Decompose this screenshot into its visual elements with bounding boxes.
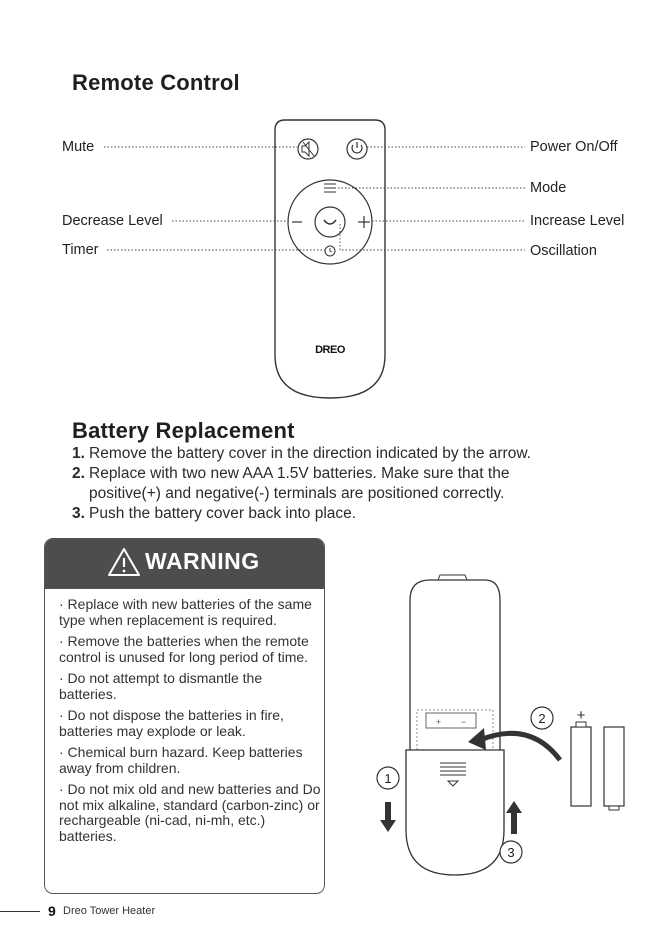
warning-title: WARNING: [145, 548, 260, 574]
step-text: positive(+) and negative(-) terminals ar…: [89, 485, 505, 502]
step-3-circle: [499, 840, 523, 864]
step-2-number: 2: [538, 711, 545, 726]
step-1-number: 1: [384, 771, 391, 786]
label-mute: Mute: [62, 139, 95, 155]
warning-item: · Chemical burn hazard. Keep batteries a…: [59, 744, 303, 776]
battery-cover: [405, 749, 505, 876]
step-1: 1. Remove the battery cover in the direc…: [72, 444, 632, 464]
battery-title: Battery Replacement: [72, 418, 295, 443]
warning-item: · Do not mix old and new batteries and D…: [59, 781, 321, 844]
battery-steps: 1. Remove the battery cover in the direc…: [72, 444, 632, 524]
step-2: 2. Replace with two new AAA 1.5V batteri…: [72, 464, 632, 484]
step-3-number: 3: [507, 845, 514, 860]
label-oscillation: Oscillation: [530, 243, 597, 259]
warning-list: · Replace with new batteries of the same…: [59, 596, 321, 850]
compartment-minus: −: [461, 717, 466, 727]
footer-rule: [0, 911, 40, 912]
leader-lines: [104, 146, 525, 251]
push-arrow-icon: [506, 801, 522, 834]
remove-arrow-icon: [380, 802, 396, 832]
step-2-continued: positive(+) and negative(-) terminals ar…: [72, 484, 632, 504]
step-text: Push the battery cover back into place.: [89, 505, 357, 522]
insert-arrow-icon: [479, 730, 562, 762]
battery-2-icon: [603, 726, 625, 811]
step-number: 3.: [72, 505, 85, 522]
battery-plus-sign: +: [577, 707, 586, 724]
label-increase: Increase Level: [530, 213, 625, 229]
label-decrease: Decrease Level: [62, 213, 163, 229]
page-number: 9: [48, 903, 56, 919]
warning-header: WARNING: [45, 539, 324, 589]
warning-triangle-icon: [108, 548, 140, 576]
remote-diagram: DREO: [104, 119, 525, 399]
oscillation-icon: [323, 219, 337, 225]
mute-icon: [297, 138, 319, 160]
warning-item: · Do not dispose the batteries in fire, …: [59, 707, 284, 739]
warning-item: · Do not attempt to dismantle the batter…: [59, 670, 263, 702]
footer-title: Dreo Tower Heater: [63, 905, 156, 917]
label-power: Power On/Off: [530, 139, 618, 155]
step-2-circle: [530, 706, 554, 730]
warning-box: WARNING · Replace with new batteries of …: [44, 538, 325, 894]
increase-icon: [358, 216, 370, 228]
battery-1-icon: [570, 721, 592, 807]
warning-item: · Replace with new batteries of the same…: [59, 596, 312, 628]
dreo-logo: DREO: [315, 344, 346, 356]
step-number: 1.: [72, 445, 85, 462]
step-text: Remove the battery cover in the directio…: [89, 445, 531, 462]
label-mode: Mode: [530, 180, 567, 196]
step-1-circle: [376, 766, 400, 790]
timer-icon: [324, 245, 336, 257]
mode-icon: [324, 183, 336, 193]
step-number: 2.: [72, 465, 85, 482]
warning-item: · Remove the batteries when the remote c…: [59, 633, 309, 665]
compartment-plus: +: [436, 717, 441, 727]
battery-diagram: + − 1 2 3 +: [376, 574, 625, 876]
label-timer: Timer: [62, 242, 99, 258]
cover-grip-icon: [440, 762, 466, 776]
step-text: Replace with two new AAA 1.5V batteries.…: [89, 465, 510, 482]
step-3: 3. Push the battery cover back into plac…: [72, 504, 632, 524]
remote-control-title: Remote Control: [72, 70, 240, 95]
power-icon: [346, 138, 368, 160]
